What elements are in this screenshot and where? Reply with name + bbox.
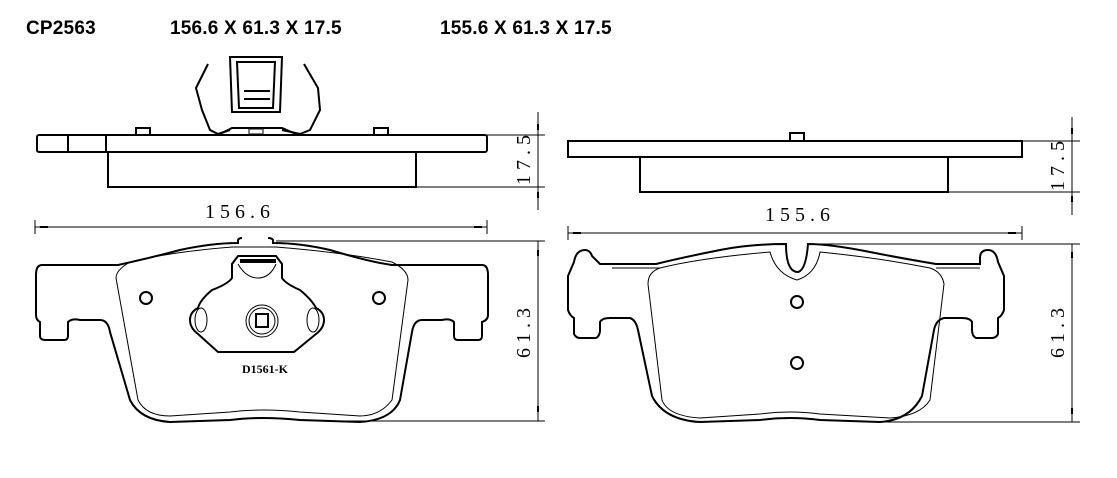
pad-a-dimensions: 156.6 X 61.3 X 17.5 [170, 18, 342, 39]
right-width-label: 155.6 [765, 204, 835, 226]
stamp-code: D1561-K [242, 362, 289, 376]
right-width-dimension: 155.6 [567, 204, 1023, 240]
pad-b-dimensions: 155.6 X 61.3 X 17.5 [440, 18, 612, 39]
header: CP2563 156.6 X 61.3 X 17.5 155.6 X 61.3 … [0, 18, 1117, 48]
left-height-dimension: 61.3 [276, 240, 545, 422]
left-pad-front-view: D1561-K [35, 237, 489, 424]
left-width-label: 156.6 [205, 201, 275, 223]
left-thickness-dimension: 17.5 [416, 112, 545, 210]
right-pad-front-view [567, 242, 1005, 424]
left-width-dimension: 156.6 [34, 201, 488, 234]
right-height-dimension: 61.3 [808, 243, 1080, 423]
left-thickness-label: 17.5 [513, 130, 535, 185]
right-thickness-label: 17.5 [1047, 136, 1069, 191]
right-pad-side-view [567, 132, 1023, 193]
left-height-label: 61.3 [513, 303, 535, 358]
left-pad-side-view [36, 56, 488, 188]
right-height-label: 61.3 [1047, 303, 1069, 358]
part-code: CP2563 [26, 18, 96, 39]
right-thickness-dimension: 17.5 [948, 117, 1080, 215]
wear-sensor-clip-icon [194, 56, 322, 136]
